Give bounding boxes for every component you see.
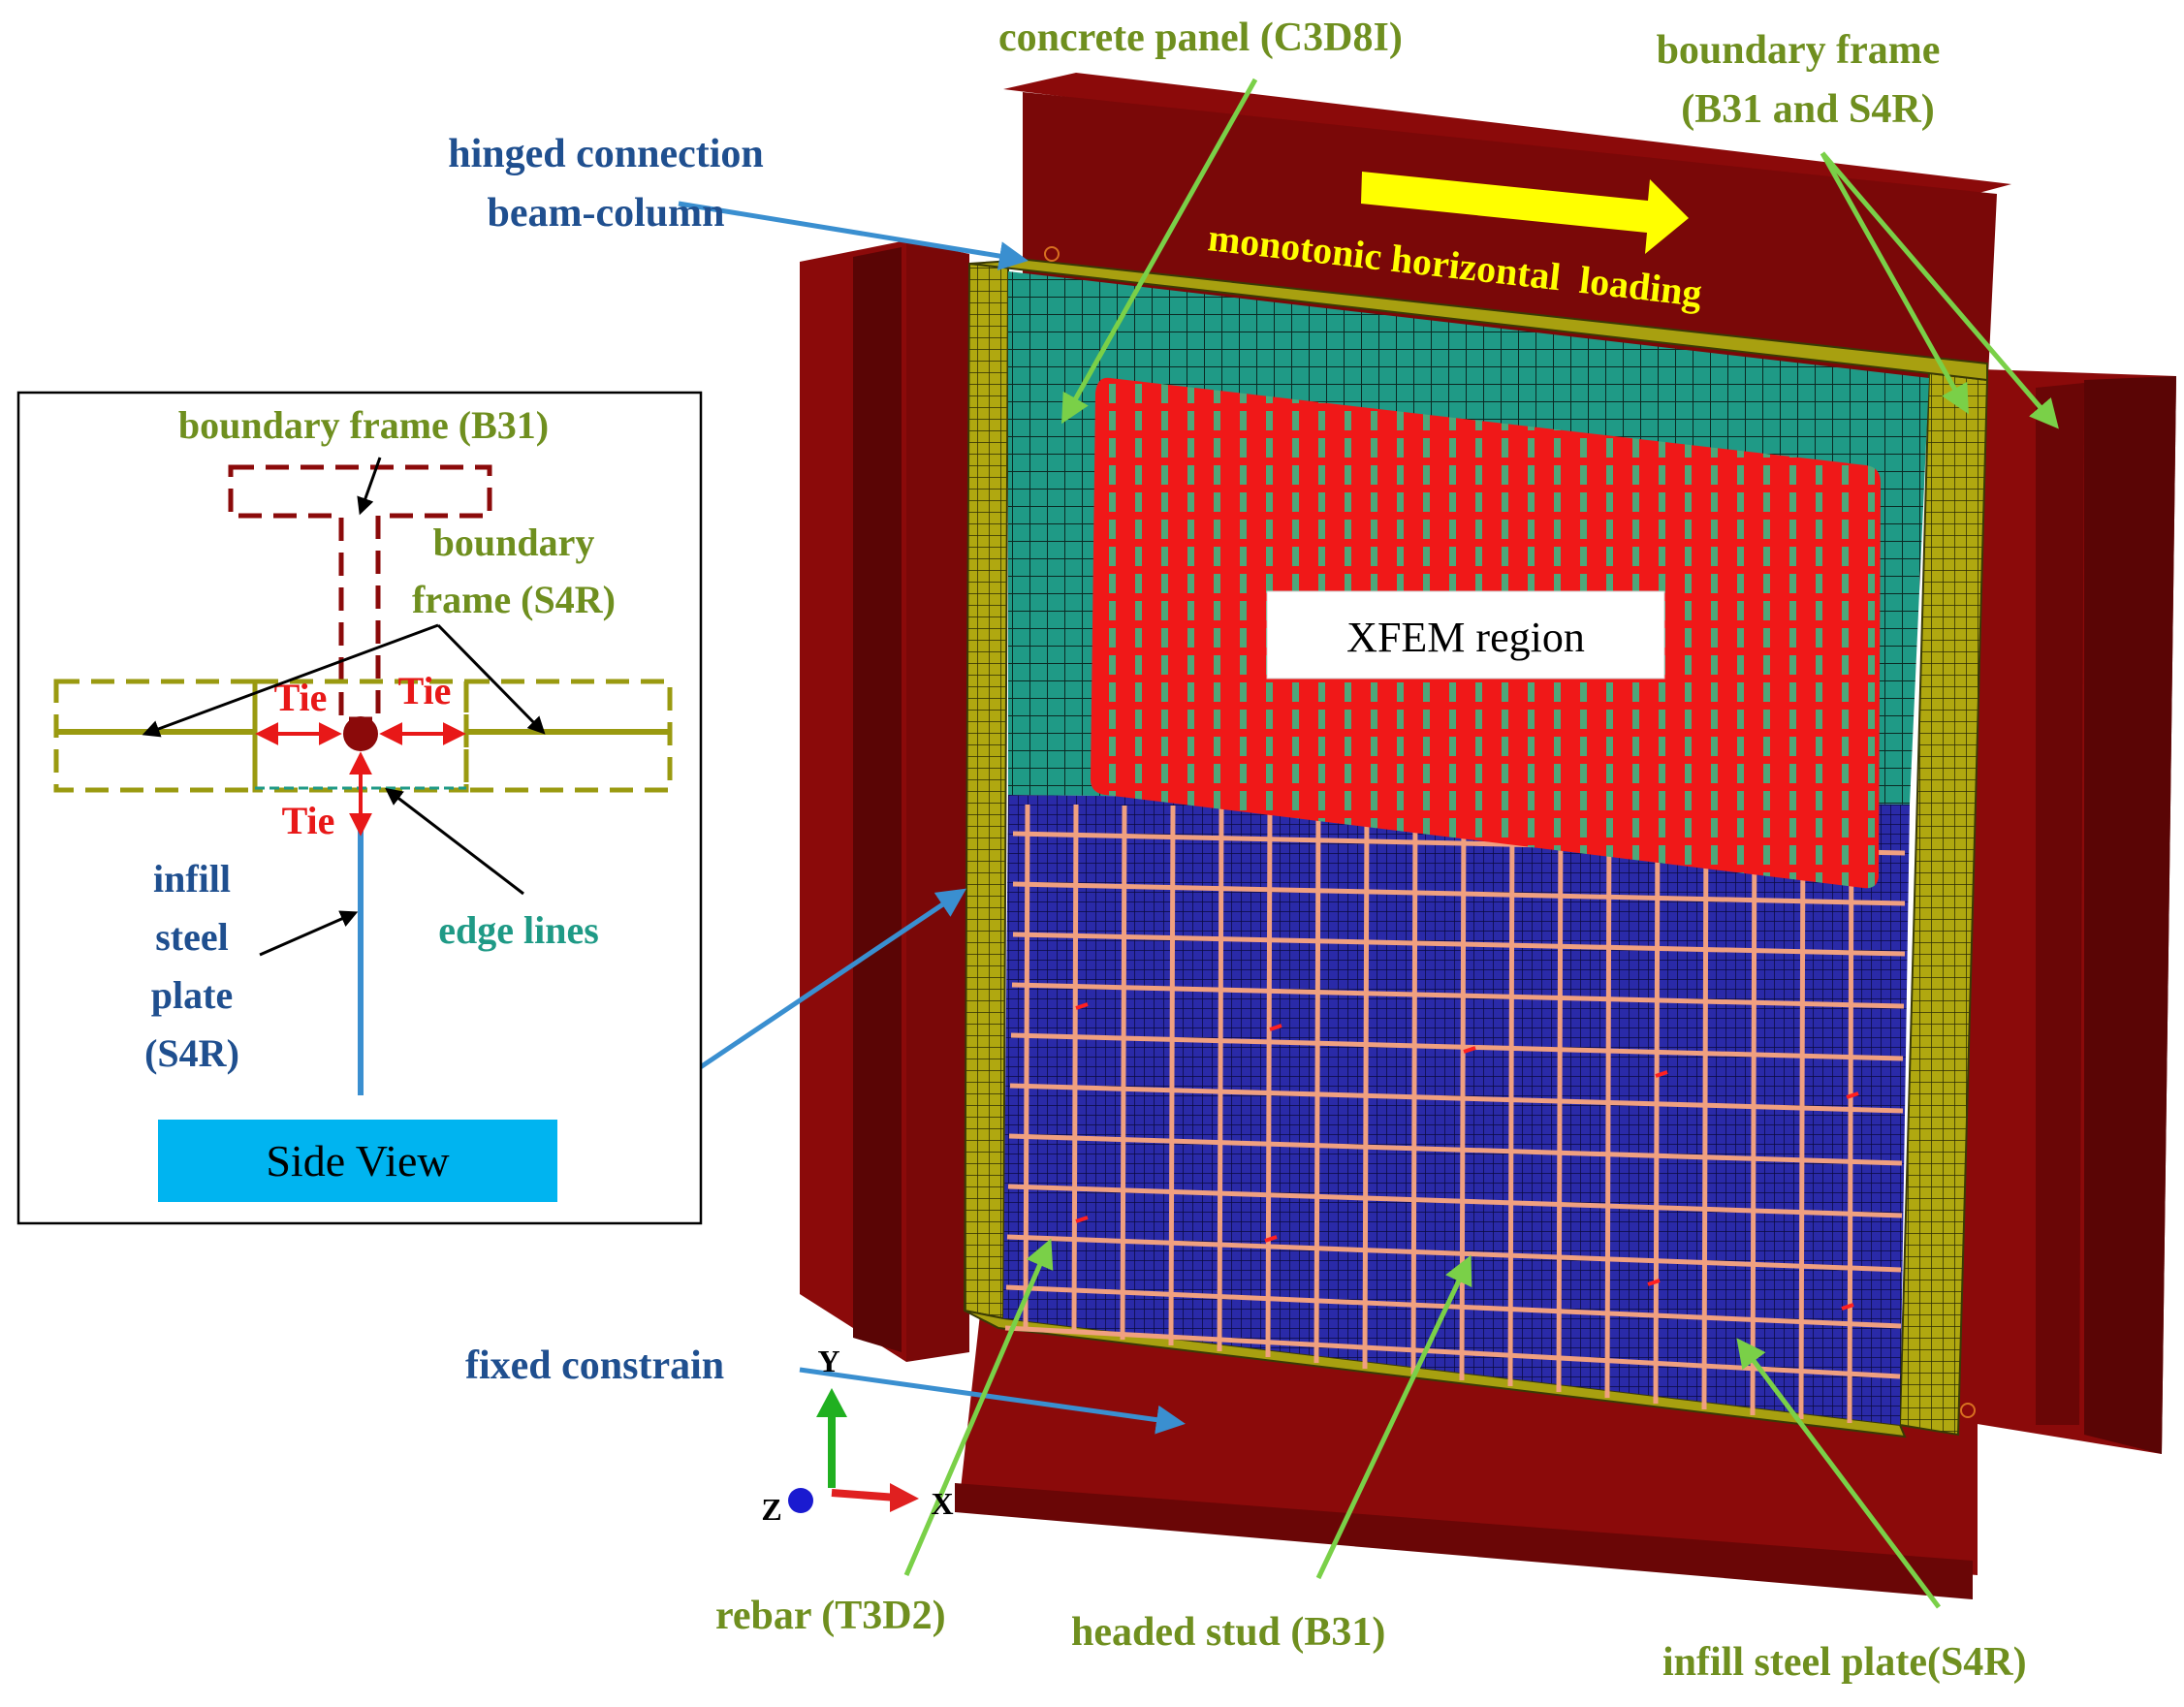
boundary-frame-bottom (964, 1310, 1907, 1438)
inset-label-bf-s4r-1: boundary (433, 521, 595, 564)
y-axis-head (816, 1388, 847, 1417)
inset-frame-box-right (463, 679, 673, 793)
label-rebar: rebar (T3D2) (715, 1594, 946, 1638)
arrow-fixed (799, 1367, 1186, 1435)
xfem-label-box (1266, 590, 1665, 680)
arrow-bf-1 (1820, 151, 1969, 415)
right-column-flange (2084, 376, 2176, 1454)
inset-arrow-s4r-left (142, 623, 439, 738)
arrow-concrete (1061, 78, 1258, 425)
right-column-web (2036, 383, 2084, 1425)
axis-label-z: Z (761, 1492, 781, 1527)
annotation-arrows (555, 78, 2059, 1609)
inset-label-bf-b31: boundary frame (B31) (178, 403, 549, 447)
inset-node (343, 716, 378, 751)
loading-arrow (1361, 172, 1689, 254)
inset-label-edge-lines: edge lines (438, 908, 599, 952)
xfem-label: XFEM region (1346, 614, 1585, 661)
left-column-web (853, 247, 902, 1352)
left-column-front (906, 240, 969, 1362)
boundary-frame-left (963, 262, 1010, 1320)
arrow-infill (1736, 1338, 1941, 1609)
inset-frame-box-left (53, 679, 258, 793)
axis-triad: Y Z X (761, 1343, 953, 1527)
arrow-hinged (678, 201, 1029, 270)
fe-model: XFEM region (800, 73, 2176, 1599)
label-boundary-frame-2: (B31 and S4R) (1681, 87, 1934, 132)
axis-label-y: Y (817, 1343, 839, 1378)
label-fixed: fixed constrain (465, 1343, 724, 1388)
label-hinged-2: beam-column (488, 191, 725, 236)
hinge-marker-bottom (1960, 1403, 1976, 1418)
inset-label-infill-2: steel (155, 915, 229, 959)
inset-label-infill-1: infill (153, 857, 231, 901)
label-boundary-frame-1: boundary frame (1657, 28, 1941, 73)
side-view-inset: Tie Tie Tie boundary frame (B31) boundar… (16, 391, 703, 1225)
label-concrete-panel: concrete panel (C3D8I) (998, 16, 1403, 60)
z-axis (788, 1488, 813, 1513)
inset-label-infill-4: (S4R) (144, 1031, 239, 1075)
tie-label-down: Tie (282, 799, 335, 842)
bottom-beam-flange (955, 1483, 1973, 1599)
inset-label-infill-3: plate (151, 973, 233, 1017)
axis-label-x: X (931, 1486, 953, 1521)
label-hinged-1: hinged connection (448, 132, 764, 176)
rebar-grid (1004, 804, 1906, 1424)
x-axis (831, 1489, 898, 1502)
tie-label-right: Tie (398, 669, 452, 712)
inset-arrow-edge (385, 787, 524, 896)
stud-markers (1075, 1002, 1859, 1311)
side-view-label: Side View (266, 1136, 450, 1185)
arrow-rebar (903, 1238, 1054, 1576)
inset-label-bf-s4r-2: frame (S4R) (412, 578, 616, 621)
inset-arrow-s4r-right (436, 623, 546, 735)
label-stud: headed stud (B31) (1071, 1610, 1385, 1655)
inset-arrow-infill (259, 910, 359, 957)
infill-steel-plate (1003, 795, 1910, 1425)
hinge-marker-top (1044, 246, 1060, 262)
x-axis-head (890, 1483, 919, 1512)
label-infill: infill steel plate(S4R) (1662, 1640, 2027, 1685)
arrow-stud (1315, 1254, 1472, 1580)
top-beam-web (1023, 92, 1997, 397)
side-view-box (158, 1120, 557, 1202)
inset-arrow-b31 (357, 457, 382, 516)
arrow-bf-2 (1820, 151, 2059, 429)
